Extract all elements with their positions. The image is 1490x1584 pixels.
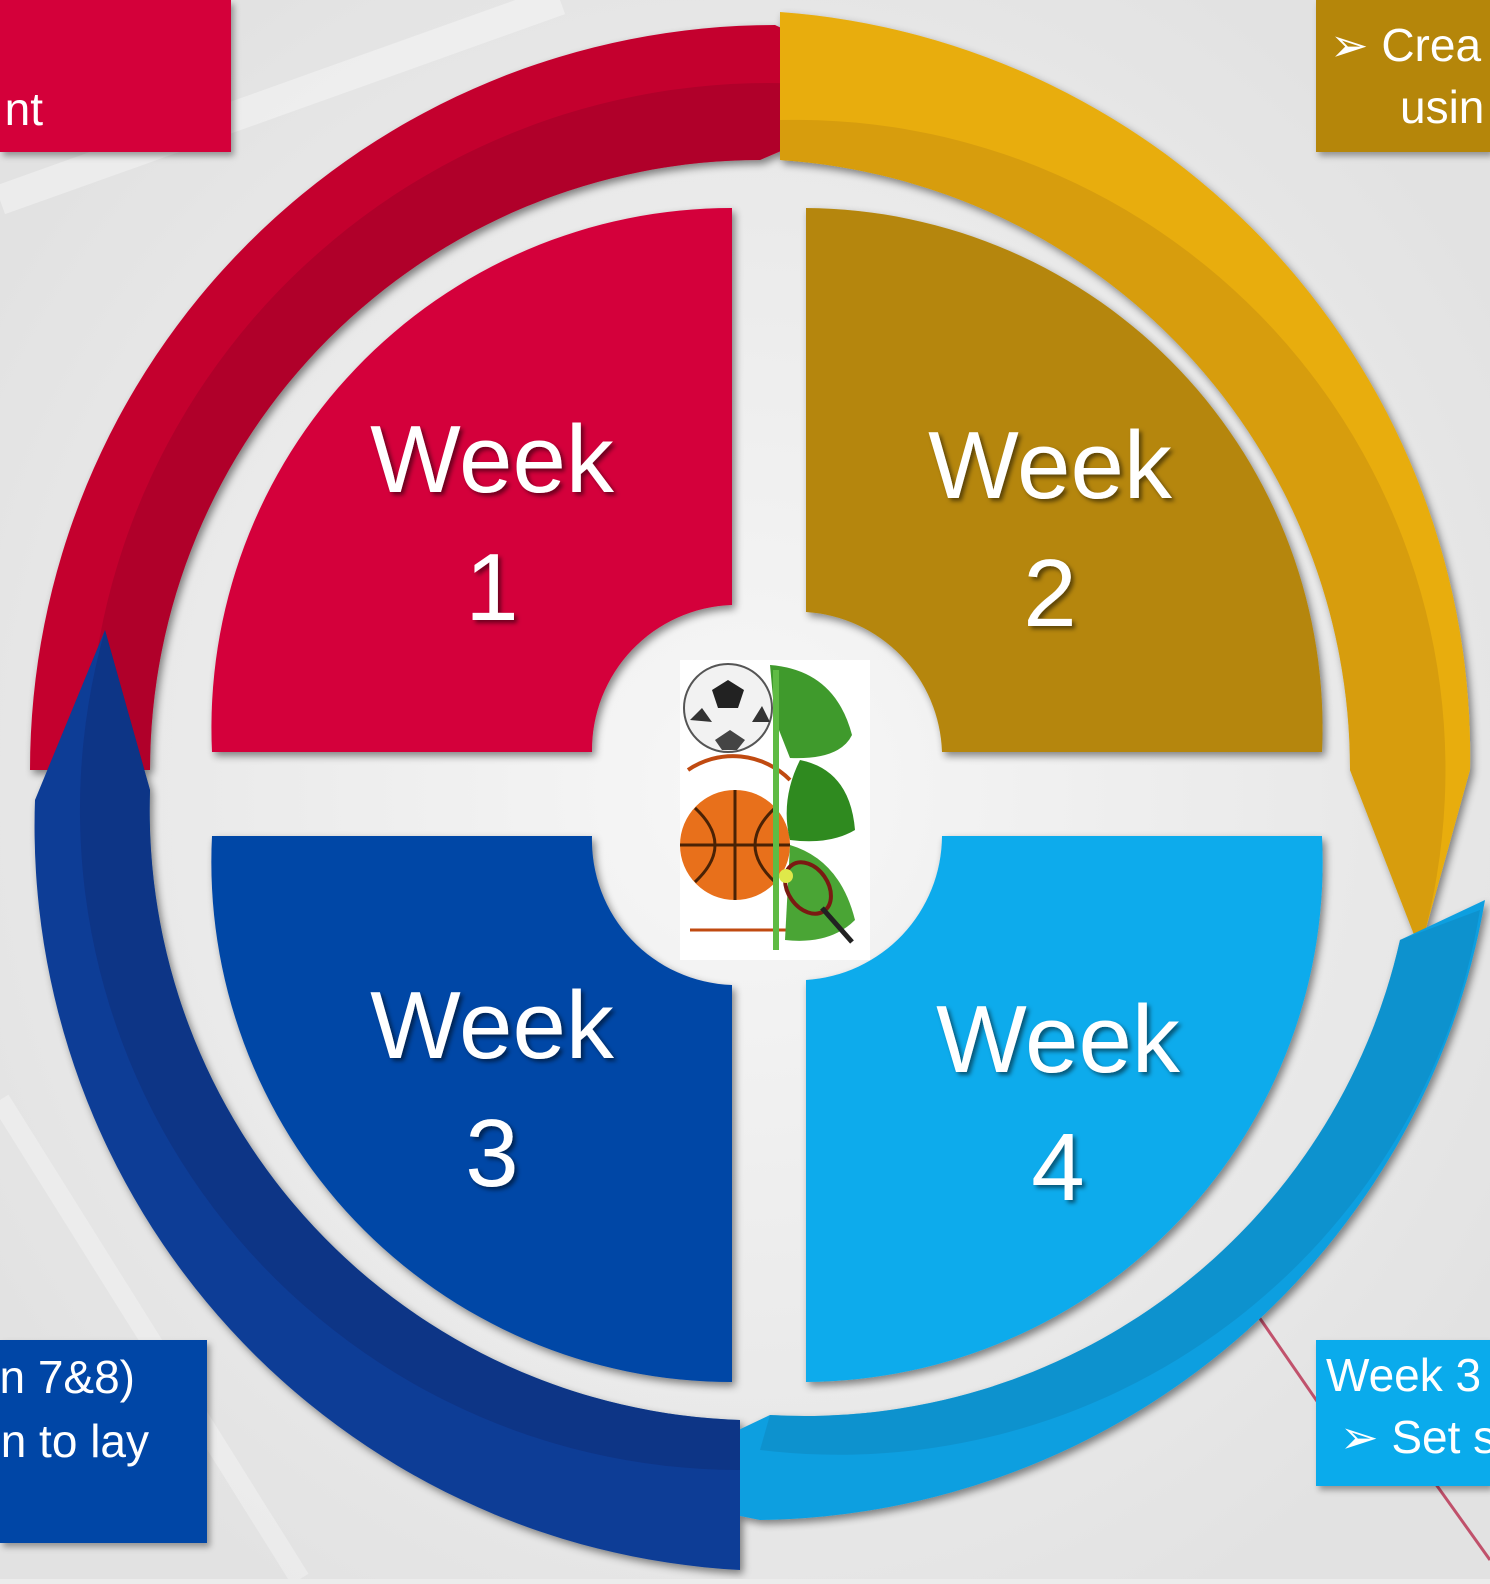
panel-week-1-notes: nt xyxy=(0,0,231,152)
tennis-racket-icon xyxy=(779,860,854,944)
arrow-red-highlight xyxy=(87,83,900,770)
quadrant-week-1 xyxy=(211,207,733,752)
panel-text-line: n to lay xyxy=(0,1415,149,1467)
panel-text-line: Week 3 xyxy=(1326,1349,1482,1401)
basketball-icon xyxy=(680,754,792,932)
arrow-sky-shade xyxy=(760,910,1480,1455)
quadrant-week-4 xyxy=(806,836,1323,1382)
quadrant-week-2 xyxy=(806,208,1323,752)
week-3-label: Week xyxy=(370,972,615,1079)
panel-text-line: ➢ Crea xyxy=(1330,19,1482,71)
panel-week-4-notes: Week 3 ➢ Set s xyxy=(1316,1340,1490,1486)
week-2-label: Week xyxy=(928,412,1173,519)
panel-text-line: n 7&8) xyxy=(0,1351,135,1403)
week-3-number: 3 xyxy=(465,1100,518,1207)
week-4-label: Week xyxy=(936,986,1181,1093)
grass-r-letter-icon xyxy=(770,665,855,950)
week-1-label: Week xyxy=(370,406,615,513)
panel-text-line: usin xyxy=(1400,81,1485,133)
week-1-number: 1 xyxy=(465,534,518,641)
arrow-gold-shade xyxy=(780,119,1446,951)
center-logo xyxy=(680,660,870,960)
panel-text-line: ➢ Set s xyxy=(1340,1411,1490,1463)
week-2-number: 2 xyxy=(1023,540,1076,647)
soccer-ball-icon xyxy=(683,663,773,753)
panel-week-2-notes: ➢ Crea usin xyxy=(1316,0,1490,152)
panel-text-line: nt xyxy=(4,83,43,135)
background-streak xyxy=(0,1094,309,1584)
background-streak xyxy=(0,0,566,215)
panel-week-3-notes: n 7&8) n to lay xyxy=(0,1340,207,1543)
quadrant-week-3 xyxy=(211,836,733,1383)
week-4-number: 4 xyxy=(1031,1114,1084,1221)
